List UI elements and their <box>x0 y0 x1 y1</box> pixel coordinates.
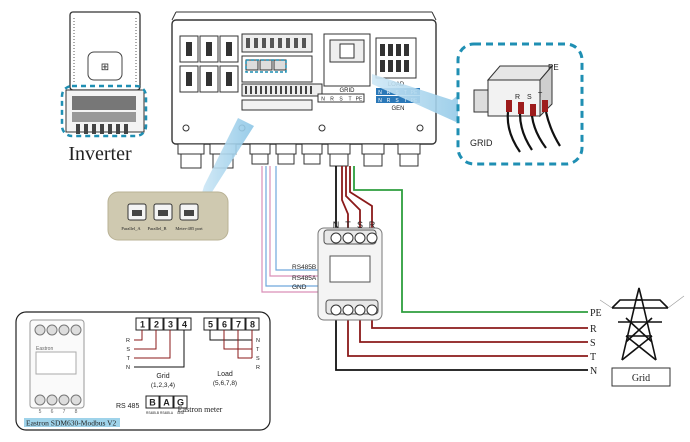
grid-number-4: 4 <box>182 320 187 330</box>
grid-box-label: Grid <box>632 373 650 384</box>
gen-label: GEN <box>391 106 404 112</box>
transmission-tower-icon <box>599 287 685 361</box>
ports-highlight <box>245 59 287 73</box>
rs485-term-g: G <box>177 398 184 408</box>
grid-line-label-r: R <box>590 324 597 335</box>
port-callout: Parallel_A Parallel_B Meter-485 port <box>107 191 229 241</box>
port-label-meter-485: Meter-485 port <box>175 226 203 231</box>
svg-text:⊞: ⊞ <box>101 62 109 73</box>
rs485-sub-0: RS485-B <box>146 411 159 415</box>
grid-line-label-t: T <box>590 352 596 363</box>
load-term-r: R <box>387 90 391 96</box>
legend-meter-brand: Eastron <box>36 346 53 352</box>
load-number-7: 7 <box>236 320 241 330</box>
grid-breaker-callout: R S T PE GRID <box>456 42 584 166</box>
grid-term-n: N <box>321 97 325 103</box>
rs485-box <box>173 395 188 409</box>
grid-line-label-n: N <box>590 366 597 377</box>
meter-rs485b: RS485B <box>292 264 316 271</box>
grid-term-t: T <box>348 97 351 103</box>
small-inverter: ⊞ <box>60 11 148 138</box>
rs485-term-b: B <box>149 398 156 408</box>
legend-box: Eastron 5 6 7 8 Eastron SDM630-Modbus V2… <box>15 311 271 431</box>
legend-load-phase-r: R <box>256 365 260 371</box>
rs485-box <box>159 395 174 409</box>
rs485-box <box>145 395 160 409</box>
legend-load-phase-t: T <box>256 347 260 353</box>
legend-grid-sub: (1,2,3,4) <box>151 382 175 389</box>
meter-rs485a: RS485A <box>292 275 317 282</box>
grid-line-label-s: S <box>590 338 596 349</box>
breaker-grid-label: GRID <box>470 138 493 148</box>
load-number-5: 5 <box>208 320 213 330</box>
breaker-pe-label: PE <box>548 63 559 72</box>
legend-grid-phase-s: S <box>126 347 130 353</box>
rs485-sub-2: GND <box>177 411 185 415</box>
arrow-to-ports <box>200 118 254 200</box>
legend-grid-phase-t: T <box>127 356 131 362</box>
meter-term-s: S <box>357 220 363 230</box>
grid-term-r: R <box>330 97 334 103</box>
grid-line-label-pe: PE <box>590 308 602 319</box>
port-label-parallel-b: Parallel_B <box>148 226 167 231</box>
legend-rs485-label: RS 485 <box>116 403 139 410</box>
meter-term-n: N <box>333 220 340 230</box>
arrow-to-grid-breaker <box>372 74 470 122</box>
cable-glands <box>177 143 421 169</box>
grid-term-pe: PE <box>356 97 363 103</box>
gen-term-s: S <box>395 98 399 104</box>
gen-terminals <box>376 96 420 103</box>
legend-load-phase-s: S <box>256 356 260 362</box>
grid-number-2: 2 <box>154 320 159 330</box>
legend-load-sub: (5,6,7,8) <box>213 380 237 387</box>
grid-term-s: S <box>339 97 343 103</box>
rs485-term-a: A <box>163 398 170 408</box>
small-inverter-highlight <box>60 84 148 138</box>
legend-caption: Eastron SDM630-Modbus V2 <box>26 419 117 428</box>
legend-meter-num-8: 8 <box>75 409 78 415</box>
gen-term-r: R <box>387 98 391 104</box>
legend-grid-caption: Grid <box>156 373 169 380</box>
gen-term-t: T <box>404 98 407 104</box>
grid-box <box>611 367 671 387</box>
legend-meter-num-7: 7 <box>63 409 66 415</box>
inverter-grid-label: GRID <box>340 88 356 94</box>
legend-meter-num-5: 5 <box>39 409 42 415</box>
meter-term-t: T <box>345 220 351 230</box>
inverter-caption: Inverter <box>68 143 132 165</box>
breaker-phase-t: T <box>538 92 543 99</box>
meter-term-r: R <box>369 220 376 230</box>
legend-grid-phase-r: R <box>126 338 130 344</box>
gen-term-n: N <box>378 98 382 104</box>
grid-number-3: 3 <box>168 320 173 330</box>
legend-meter-caption: Eastron meter <box>178 405 223 414</box>
legend-grid-phase-n: N <box>126 365 130 371</box>
legend-load-caption: Load <box>217 371 233 378</box>
port-label-parallel-a: Parallel_A <box>121 226 141 231</box>
load-term-n: N <box>378 90 382 96</box>
load-number-6: 6 <box>222 320 227 330</box>
rs485-sub-1: RS485-A <box>160 411 174 415</box>
caption-highlight <box>24 418 120 427</box>
legend-meter-num-6: 6 <box>51 409 54 415</box>
breaker-phase-r: R <box>515 94 520 101</box>
legend-load-phase-n: N <box>256 338 260 344</box>
grid-number-1: 1 <box>140 320 145 330</box>
meter-gnd: GND <box>292 284 307 291</box>
breaker-phase-s: S <box>527 94 532 101</box>
load-number-8: 8 <box>250 320 255 330</box>
